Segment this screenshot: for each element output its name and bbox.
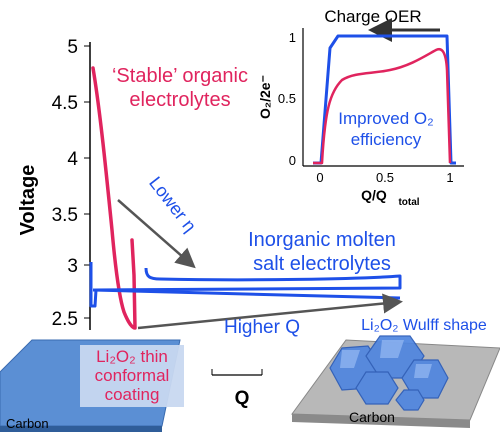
inset-organic-curve (313, 48, 452, 165)
inset-y-tick-0-5: 0.5 (278, 91, 296, 106)
wulff-crystal-3 (355, 371, 399, 405)
wulff-facet-3 (414, 364, 432, 378)
thin-coating-label-box (80, 345, 184, 407)
inset-x-tick-0-5: 0.5 (376, 170, 394, 185)
y-tick-label-4: 4 (67, 149, 78, 170)
inset-y-tick-1: 1 (289, 30, 296, 45)
thin-coating-line3: coating (105, 385, 160, 404)
inset-plot: Charge OER 1 0.5 0 0 0.5 1 O₂/2e⁻ Q/Q to… (257, 7, 466, 208)
carbon-slab-edge (0, 426, 162, 432)
organic-voltage-curve (91, 66, 137, 330)
wulff-shape-illustration: Li₂O₂ Wulff shape Carbon (291, 317, 500, 428)
inorganic-charge-curve (89, 262, 402, 308)
inset-x-tick-1: 1 (446, 170, 453, 185)
x-axis-label: Q (235, 388, 250, 409)
inset-title: Charge OER (324, 7, 421, 26)
y-tick-label-3: 3 (67, 256, 78, 277)
higher-q-label: Higher Q (224, 317, 300, 338)
y-axis-label: Voltage (17, 165, 39, 236)
organic-label-line1: ‘Stable’ organic (112, 65, 248, 87)
thin-coating-line2: conformal (95, 366, 170, 385)
higher-q-arrow (137, 293, 403, 330)
carbon-label-left: Carbon (6, 416, 49, 431)
lower-eta-arrow (117, 199, 196, 269)
organic-label-line2: electrolytes (129, 89, 230, 111)
inset-annotation-line2: efficiency (351, 130, 422, 149)
wulff-facet-2 (380, 340, 404, 358)
thin-coating-line1: Li₂O₂ thin (96, 347, 168, 366)
inset-x-tick-0: 0 (316, 170, 323, 185)
wulff-crystal-5 (395, 389, 425, 411)
inset-background (308, 28, 466, 168)
inorganic-label-line1: Inorganic molten (248, 229, 396, 251)
thin-coating-illustration: Li₂O₂ thin conformal coating Carbon (0, 339, 184, 432)
y-tick-label-3-5: 3.5 (52, 205, 78, 226)
inset-annotation-line1: Improved O₂ (338, 109, 433, 128)
inset-y-tick-0: 0 (289, 153, 296, 168)
carbon-label-right: Carbon (349, 409, 395, 425)
wulff-facet-1 (340, 350, 360, 368)
y-tick-label-2-5: 2.5 (52, 309, 78, 330)
inset-x-label: Q/Q (361, 187, 387, 203)
inset-x-label-subscript: total (398, 197, 419, 208)
wulff-shape-label: Li₂O₂ Wulff shape (361, 317, 487, 334)
inset-y-label: O₂/2e⁻ (257, 75, 273, 119)
y-tick-label-4-5: 4.5 (52, 93, 78, 114)
inorganic-label-line2: salt electrolytes (253, 253, 391, 275)
inorganic-discharge-curve (92, 288, 401, 300)
lower-eta-label: Lower η (145, 173, 200, 236)
carbon-substrate-edge (292, 414, 470, 428)
y-tick-label-5: 5 (67, 37, 78, 58)
